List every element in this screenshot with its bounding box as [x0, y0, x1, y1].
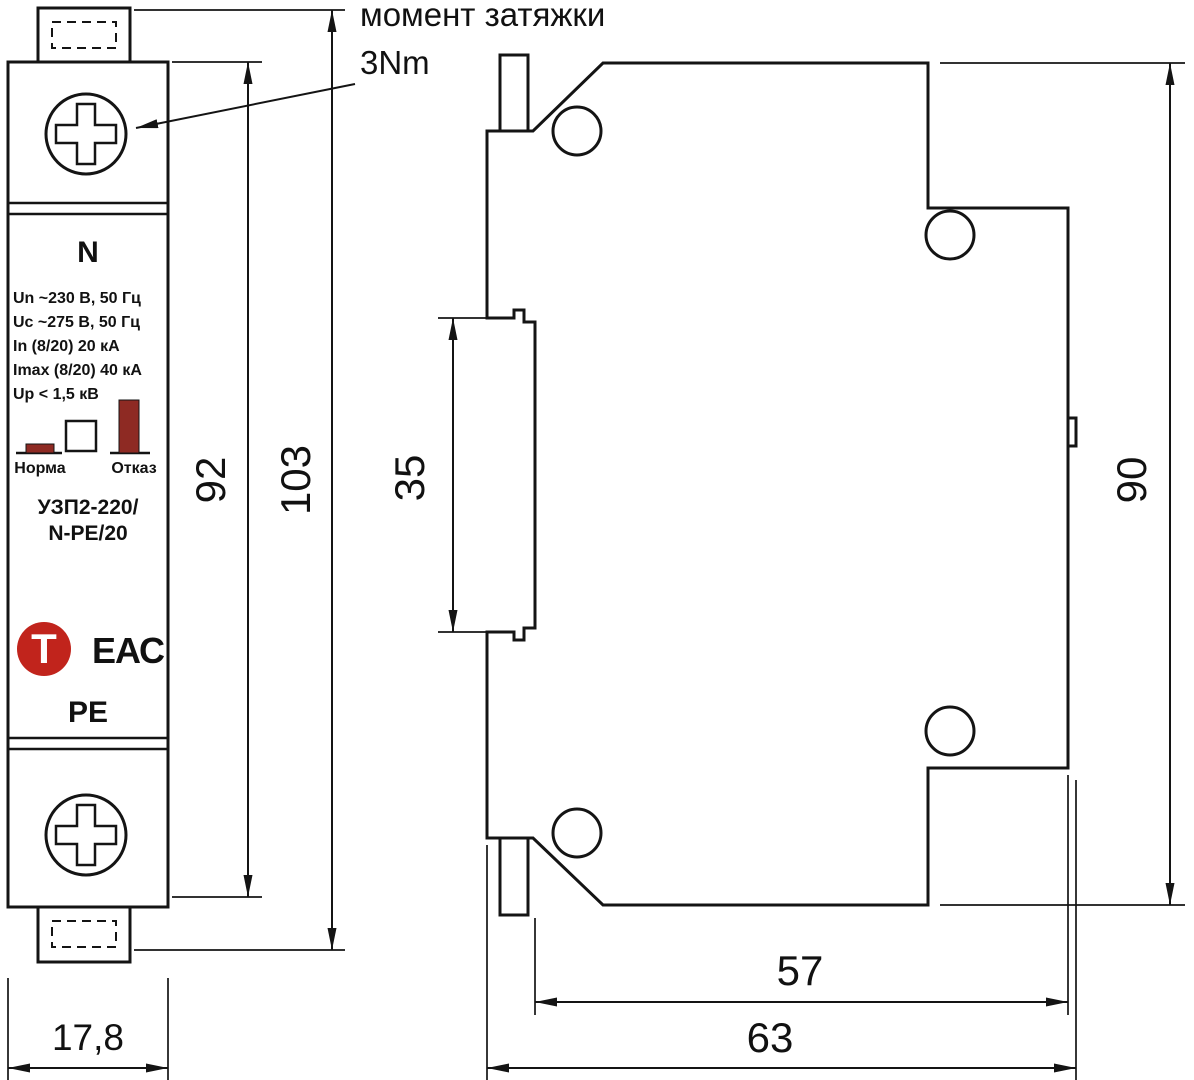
bottom-screw-cross-icon	[54, 803, 118, 867]
dim-103-label: 103	[272, 445, 319, 515]
torque-value: 3Nm	[360, 44, 430, 81]
model-line-2: N-PE/20	[48, 522, 127, 545]
side-bottom-tab	[498, 836, 530, 917]
dim-35: 35	[386, 317, 487, 633]
dim-63: 63	[486, 780, 1077, 1080]
indicator-fail-label: Отказ	[111, 460, 156, 477]
top-screw-cross-icon	[54, 102, 118, 166]
spec-line: Imax (8/20) 40 кА	[13, 362, 142, 379]
eac-mark: ЕАС	[92, 630, 165, 671]
brand-logo-letter: Т	[31, 625, 57, 672]
dim-63-label: 63	[747, 1014, 794, 1061]
dim-103: 103	[134, 9, 345, 951]
dim-35-label: 35	[386, 455, 433, 502]
indicator-window	[64, 419, 98, 453]
front-bottom-tab	[36, 905, 132, 964]
torque-leader-arrow	[135, 83, 356, 129]
hole-top-left	[551, 105, 603, 157]
side-view	[485, 53, 1078, 917]
hole-bottom-left	[551, 807, 603, 859]
spec-line: In (8/20) 20 кА	[13, 338, 120, 355]
side-outline	[485, 61, 1070, 907]
front-body	[6, 60, 170, 909]
spec-line: Up < 1,5 кВ	[13, 386, 99, 403]
dim-17-8-label: 17,8	[52, 1017, 124, 1058]
hole-bottom-right	[924, 705, 976, 757]
spec-line: Un ~230 В, 50 Гц	[13, 290, 141, 307]
indicator-normal-flag	[25, 443, 55, 454]
dim-90: 90	[940, 62, 1185, 906]
torque-label: момент затяжки	[360, 0, 605, 33]
torque-annotation: момент затяжки 3Nm	[135, 0, 605, 129]
dim-57-label: 57	[777, 947, 824, 994]
brand-logo-icon	[17, 622, 71, 676]
spec-line: Uc ~275 В, 50 Гц	[13, 314, 140, 331]
terminal-label-pe: PE	[68, 696, 108, 729]
dim-92: 92	[172, 61, 262, 898]
model-line-1: УЗП2-220/	[38, 496, 139, 519]
terminal-label-n: N	[77, 236, 99, 269]
indicator-normal-label: Норма	[14, 460, 66, 477]
indicator-fail-flag	[118, 399, 140, 454]
front-top-tab-hidden-edge	[51, 21, 117, 49]
dim-90-label: 90	[1108, 457, 1155, 504]
dim-17-8: 17,8	[7, 978, 169, 1080]
side-right-bump	[1066, 416, 1078, 448]
side-top-tab	[498, 53, 530, 133]
front-bottom-tab-hidden-edge	[51, 920, 117, 948]
hole-top-right	[924, 209, 976, 261]
front-view: N Un ~230 В, 50 Гц Uc ~275 В, 50 Гц In (…	[6, 6, 170, 964]
dim-57: 57	[534, 775, 1069, 1015]
dim-92-label: 92	[187, 457, 234, 504]
